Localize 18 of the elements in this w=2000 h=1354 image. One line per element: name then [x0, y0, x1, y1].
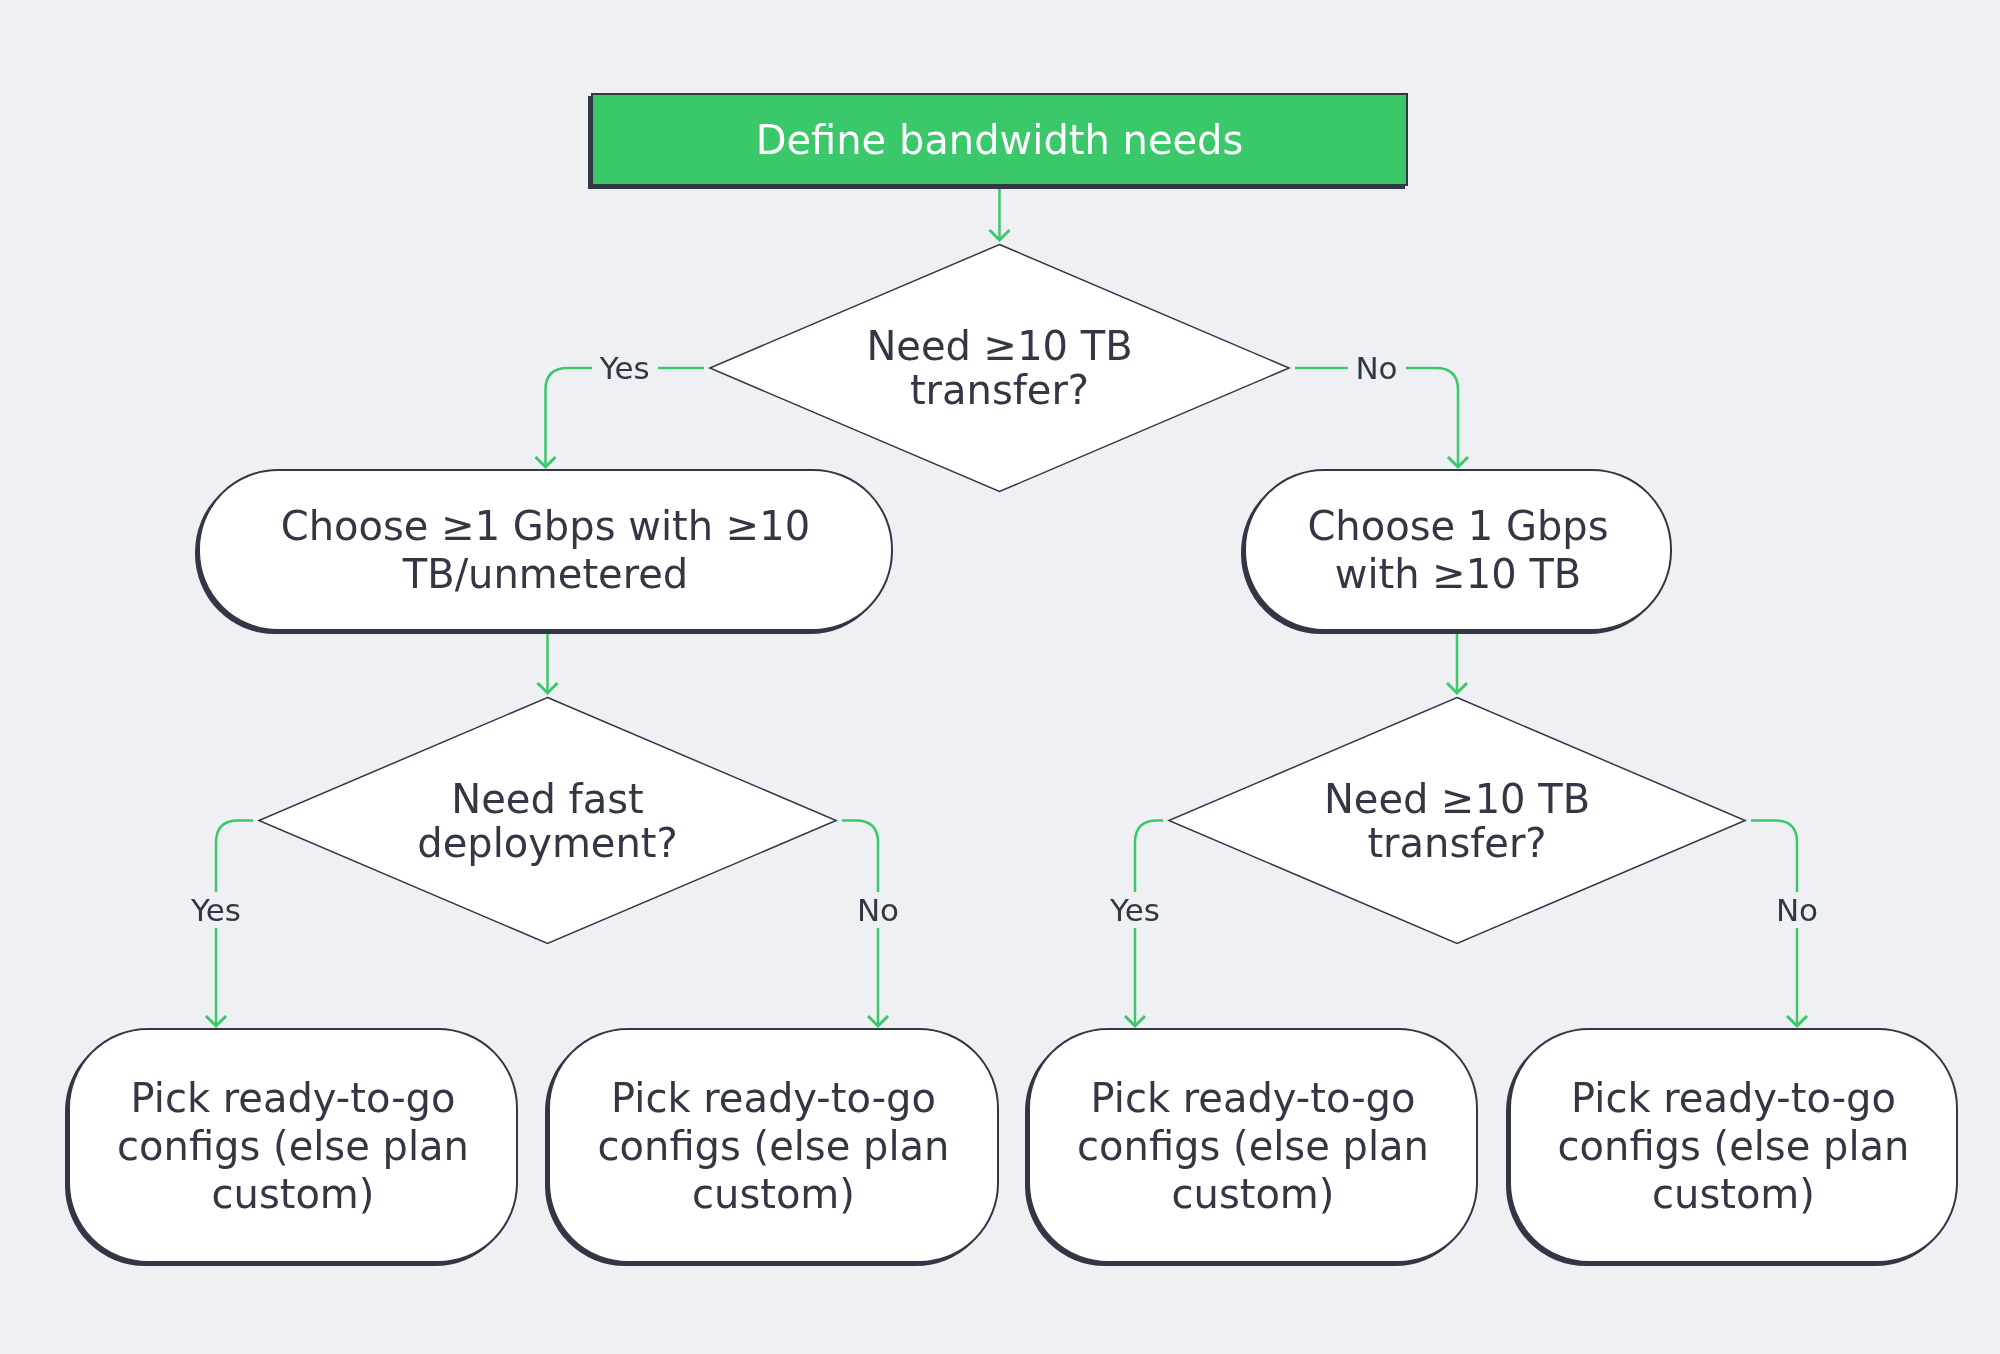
- node-text: Choose ≥1 Gbps with ≥10 TB/unmetered: [279, 502, 812, 598]
- node-text: Pick ready-to-go configs (else plan custom): [1556, 1073, 1911, 1218]
- node-text: Pick ready-to-go configs (else plan custom): [116, 1073, 470, 1218]
- node-text: Need ≥10 TB transfer?: [865, 324, 1134, 412]
- node-text: Choose 1 Gbps with ≥10 TB: [1306, 502, 1610, 598]
- arrow: [988, 189, 1011, 242]
- start-box: [591, 93, 1408, 186]
- process-box: [68, 1028, 518, 1263]
- process-box: [1509, 1028, 1958, 1263]
- process-box: [548, 1028, 999, 1263]
- node-text: Define bandwidth needs: [755, 116, 1244, 163]
- process-box: [1028, 1028, 1478, 1263]
- node-text: Pick ready-to-go configs (else plan custom): [596, 1073, 951, 1218]
- node-text: Need fast deployment?: [416, 776, 679, 865]
- node-text: Pick ready-to-go configs (else plan custom): [1076, 1073, 1430, 1218]
- arrow: [1445, 634, 1469, 695]
- arrow: [536, 634, 559, 695]
- node-text: Need ≥10 TB transfer?: [1322, 776, 1592, 865]
